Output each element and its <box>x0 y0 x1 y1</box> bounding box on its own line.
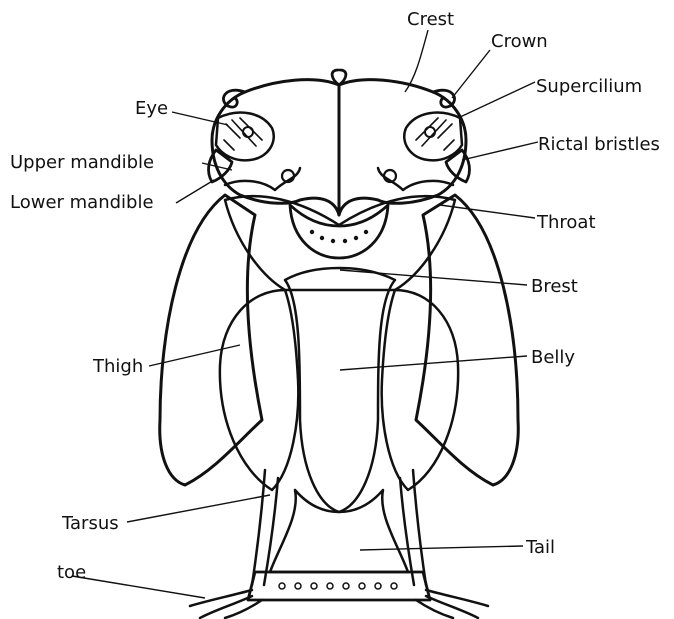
label-thigh: Thigh <box>92 356 143 377</box>
left-toes <box>190 590 262 618</box>
perch-band <box>248 572 430 600</box>
label-tarsus: Tarsus <box>61 513 119 534</box>
tail-feathers <box>270 490 408 572</box>
left-wing <box>160 195 262 485</box>
label-crown: Crown <box>491 31 548 52</box>
perch-dots <box>279 583 397 589</box>
labels: Crest Crown Supercilium Eye Rictal brist… <box>10 9 660 583</box>
label-supercilium: Supercilium <box>536 76 642 97</box>
right-thigh <box>382 290 458 490</box>
label-brest: Brest <box>531 276 578 297</box>
label-belly: Belly <box>531 347 575 368</box>
collar-dots <box>310 230 368 243</box>
label-upper-mandible: Upper mandible <box>10 152 154 173</box>
right-wing <box>416 195 518 485</box>
label-toe: toe <box>57 562 86 583</box>
label-eye: Eye <box>135 98 168 119</box>
right-crest-curl <box>339 70 455 107</box>
left-crest-curl <box>223 70 339 107</box>
left-tarsus <box>252 470 265 585</box>
label-crest: Crest <box>407 9 454 30</box>
bird-illustration <box>160 70 519 618</box>
label-lower-mandible: Lower mandible <box>10 192 154 213</box>
right-tarsus <box>413 470 426 585</box>
right-beak <box>446 150 469 182</box>
label-rictal-bristles: Rictal bristles <box>538 134 660 155</box>
label-tail: Tail <box>525 537 555 558</box>
belly-feathers <box>285 268 395 512</box>
left-thigh <box>220 290 298 490</box>
right-toes <box>416 590 488 618</box>
label-throat: Throat <box>536 212 596 233</box>
